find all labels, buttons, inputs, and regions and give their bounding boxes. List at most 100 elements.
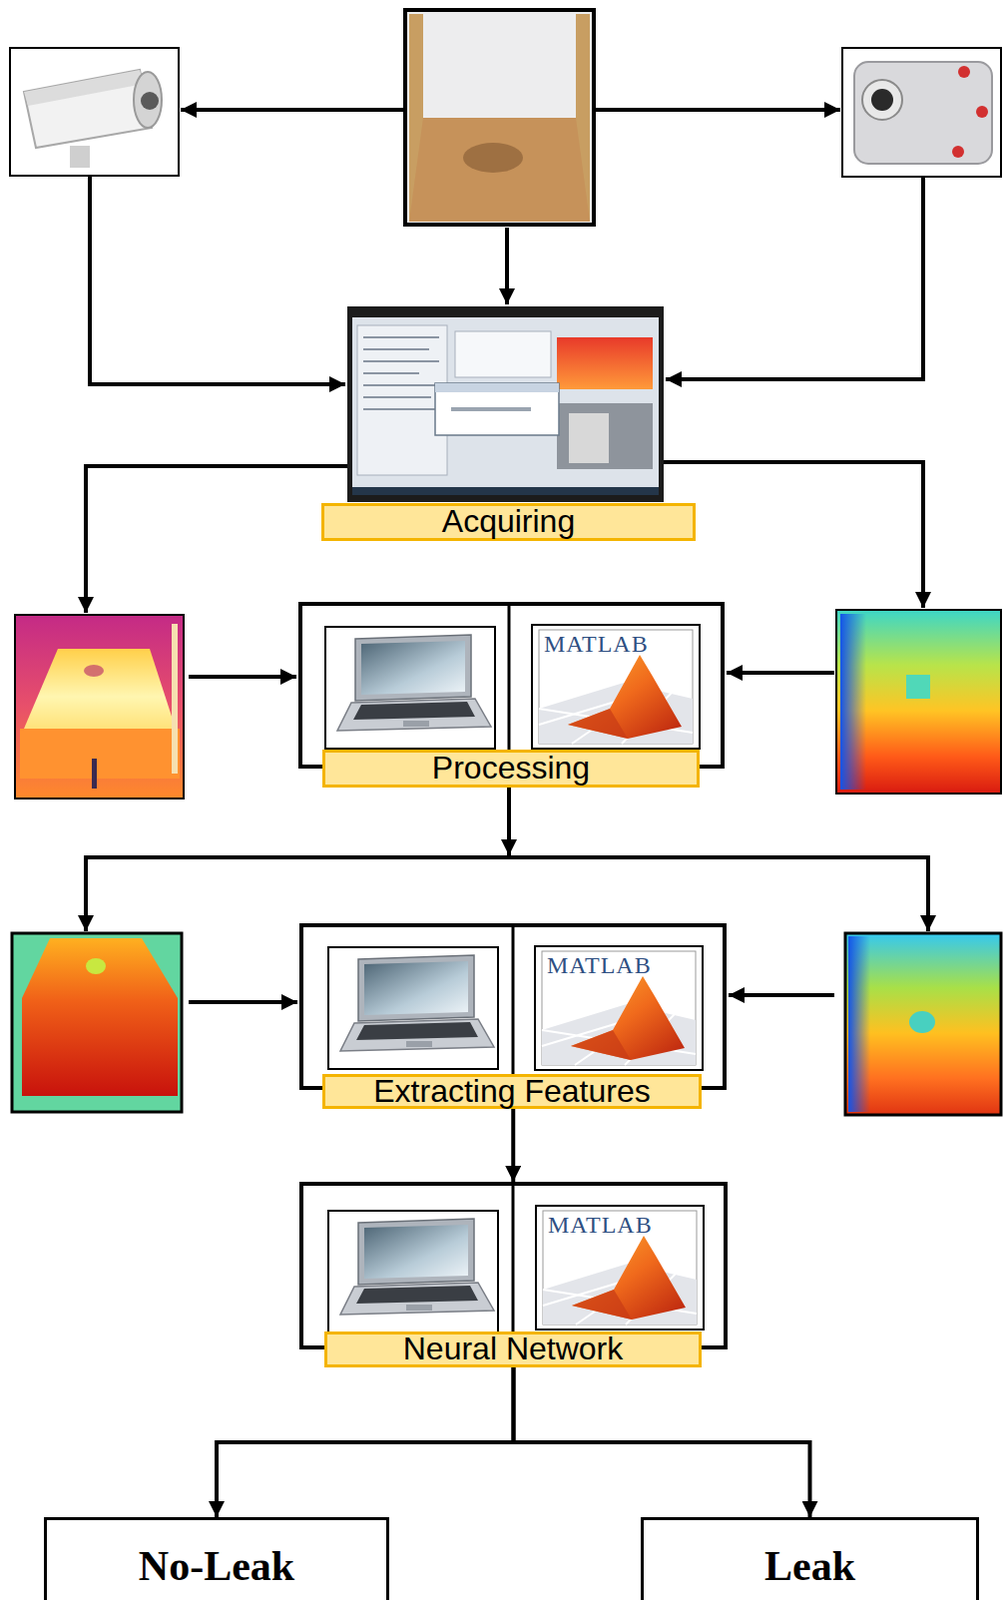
stage-frame <box>298 601 725 769</box>
flow-arrow <box>508 857 929 932</box>
video-box <box>568 413 609 464</box>
result-box: Leak <box>640 1516 980 1600</box>
image-border <box>11 933 182 1112</box>
flow-arrow <box>89 175 346 385</box>
sensor-lens <box>871 88 894 111</box>
logo-wordmark: MATLAB <box>543 630 649 657</box>
thermal-camera <box>9 47 179 176</box>
thermal-image <box>14 614 184 799</box>
photo-back <box>405 9 594 225</box>
leak-spot <box>909 1010 936 1033</box>
sensor-body <box>854 61 993 164</box>
stage-frame <box>299 923 727 1090</box>
laptop-bezel <box>347 306 664 502</box>
matlab-logo <box>534 946 703 1070</box>
flow-arrow <box>85 857 509 932</box>
camera-housing <box>23 69 152 148</box>
sensor-dot <box>958 65 971 78</box>
flow-arrow <box>180 107 406 112</box>
stage-label: Acquiring <box>442 503 575 539</box>
process-stage: Extracting Features <box>299 923 727 1108</box>
flow-arrow <box>506 787 511 856</box>
thermal-post <box>91 758 97 789</box>
laptop-icon <box>328 947 499 1069</box>
stage-frame <box>299 1181 728 1350</box>
logo-wordmark: MATLAB <box>547 1211 653 1238</box>
image-border <box>14 614 184 799</box>
thermal-floor <box>23 648 176 729</box>
laptop-icon <box>328 1210 499 1333</box>
flow-connector <box>216 1367 514 1517</box>
logo-wordmark-holder: MATLAB <box>547 1211 653 1238</box>
camera-top <box>23 69 144 106</box>
sensor-ring <box>862 79 903 120</box>
camera-panel <box>9 47 179 176</box>
leak-spot <box>85 958 106 975</box>
processed-ground <box>845 933 1002 1115</box>
sensor-dot <box>976 105 989 118</box>
ui-rows <box>363 337 440 410</box>
thermal-preview <box>556 337 653 390</box>
flow-arrow <box>726 670 835 675</box>
heat-ground <box>836 609 1002 794</box>
flow-arrows <box>85 109 929 1003</box>
colorbar <box>171 623 178 774</box>
stage-label-band: Acquiring <box>321 502 696 541</box>
flow-arrow <box>663 462 924 608</box>
logo-wordmark: MATLAB <box>546 952 652 979</box>
sensor-dot <box>952 145 965 158</box>
processed-ground <box>11 933 182 1112</box>
process-stage: Processing <box>298 601 725 788</box>
data-table <box>455 331 551 378</box>
frame-divider <box>508 601 513 1350</box>
test-box-photo <box>405 9 594 225</box>
flow-arrow <box>188 1000 298 1004</box>
processed-thermal <box>11 933 182 1112</box>
matlab-logo <box>535 1205 704 1330</box>
process-stage: Acquiring <box>321 306 696 541</box>
process-stage: Neural Network <box>299 1181 728 1368</box>
thermal-ground <box>14 614 184 799</box>
heat-map <box>836 609 1002 794</box>
video-preview <box>556 403 653 470</box>
camera-front <box>133 71 162 128</box>
photo-border <box>405 9 594 225</box>
processed-floor <box>21 938 178 1096</box>
progress-dialog <box>435 383 559 436</box>
stage-label-band: Extracting Features <box>322 1073 702 1109</box>
camera-mount <box>69 145 90 168</box>
app-window <box>352 317 659 494</box>
acquisition-screenshot <box>347 306 664 502</box>
camera-panel <box>842 47 1002 177</box>
thermal-sensor <box>842 47 1002 177</box>
thermal-front <box>19 728 180 779</box>
image-border <box>845 933 1002 1115</box>
leak-spot <box>906 674 931 699</box>
camera-lens <box>140 91 159 110</box>
wet-spot <box>463 142 523 173</box>
flow-arrow <box>188 674 297 679</box>
flow-arrow <box>504 227 509 305</box>
stage-label: Neural Network <box>403 1331 624 1367</box>
flow-connector <box>513 1367 811 1517</box>
result-label: Leak <box>643 1542 977 1589</box>
flow-arrow <box>665 176 924 380</box>
flow-connector <box>510 1107 515 1182</box>
logo-wordmark-holder: MATLAB <box>546 952 652 979</box>
stage-label: Processing <box>432 750 590 786</box>
laptop-icon <box>325 626 496 749</box>
stage-label-band: Neural Network <box>324 1331 702 1368</box>
flow-arrow <box>85 466 348 613</box>
stage-label: Extracting Features <box>373 1073 650 1109</box>
dialog-message <box>451 407 531 412</box>
matlab-logo <box>531 624 700 749</box>
taskbar <box>352 487 659 496</box>
cold-edge <box>840 613 867 790</box>
result-label: No-Leak <box>46 1542 387 1589</box>
dialog-titlebar <box>435 383 559 393</box>
control-panel <box>357 325 448 476</box>
flow-arrow <box>593 107 841 112</box>
